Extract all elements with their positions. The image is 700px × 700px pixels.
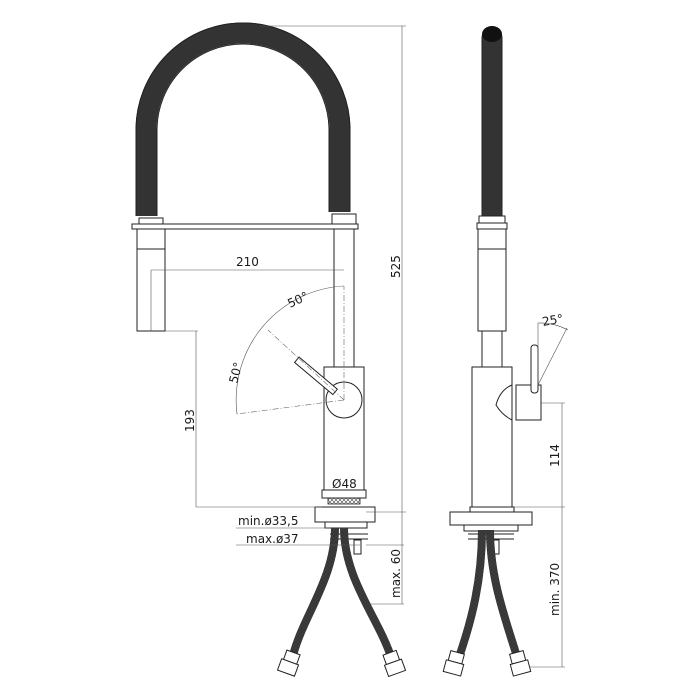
dim-total-height: 525 [389,255,403,278]
dim-spout-height: 193 [183,409,197,432]
dim-handle-height: 114 [548,444,562,467]
dim-body-diameter: Ø48 [332,477,357,491]
dim-max-deck: max. 60 [389,549,403,598]
side-supply-hoses [442,529,532,677]
mount-plate [314,506,376,523]
dimension-lines-front [150,25,406,605]
base-ring [321,489,367,499]
side-spray-head [477,228,507,332]
side-handle-lever [530,344,539,394]
side-mount-plate [449,511,533,526]
dim-min-hole: min.ø33,5 [238,514,299,528]
spring-arch [135,22,351,216]
angle-arc [235,285,345,415]
dim-spout-reach: 210 [236,255,259,269]
dim-max-hole: max.ø37 [246,532,299,546]
side-view [442,26,569,677]
side-spring [482,40,502,216]
dim-angle-lower: 50° [226,361,245,385]
front-view [131,22,407,678]
supply-hoses [276,527,407,678]
dim-side-angle: 25° [541,311,564,328]
dimension-lines-side [514,402,565,668]
bridge-bar [131,223,359,230]
dim-angle-upper: 50° [285,289,310,311]
dim-hose-length: min. 370 [548,563,562,616]
